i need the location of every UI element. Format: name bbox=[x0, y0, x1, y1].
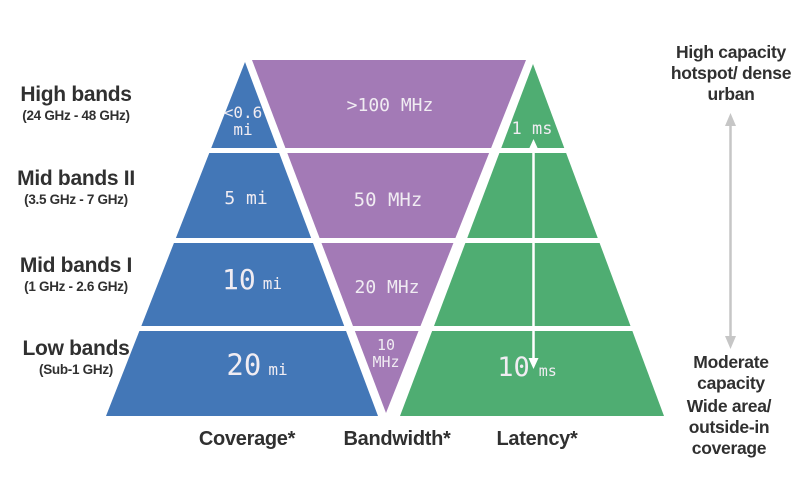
value-number: 10 bbox=[222, 263, 256, 296]
annotation-line: hotspot/ dense bbox=[670, 63, 792, 83]
coverage-value-mid2: 5 mi bbox=[224, 188, 268, 209]
column-label-coverage: Coverage* bbox=[198, 428, 296, 450]
annotation-line: capacity bbox=[697, 373, 765, 393]
bandwidth-value-low: 10 MHz bbox=[372, 337, 399, 371]
capacity-range-arrow-icon bbox=[725, 113, 736, 349]
band-name: Mid bands II bbox=[17, 167, 135, 190]
band-range: (Sub-1 GHz) bbox=[39, 362, 113, 377]
value-unit: mi bbox=[262, 274, 282, 293]
annotation-line: outside-in bbox=[688, 417, 770, 437]
latency-value-high: 1 ms bbox=[511, 119, 553, 139]
annotation-moderate-capacity: Moderate capacity bbox=[693, 352, 769, 394]
latency-range-arrow-icon bbox=[528, 139, 539, 369]
annotation-line: High capacity bbox=[676, 42, 786, 62]
bandwidth-value-high: >100 MHz bbox=[346, 95, 434, 116]
band-range: (24 GHz - 48 GHz) bbox=[22, 108, 130, 123]
coverage-value-high: <0.6 mi bbox=[224, 104, 263, 138]
annotation-line: urban bbox=[707, 84, 755, 104]
value-unit: MHz bbox=[372, 353, 400, 371]
band-range: (1 GHz - 2.6 GHz) bbox=[24, 279, 128, 294]
band-name: Low bands bbox=[22, 337, 130, 360]
band-name: High bands bbox=[20, 83, 132, 106]
band-label-low: Low bands (Sub-1 GHz) bbox=[0, 337, 152, 378]
value-unit: ms bbox=[538, 362, 557, 380]
band-range: (3.5 GHz - 7 GHz) bbox=[24, 192, 128, 207]
band-separator-2 bbox=[98, 238, 672, 243]
value-unit: mi bbox=[233, 120, 253, 139]
bandwidth-value-mid2: 50 MHz bbox=[353, 189, 423, 211]
value-number: <0.6 bbox=[223, 103, 263, 122]
band-separator-1 bbox=[98, 148, 672, 153]
latency-value-low: 10 ms bbox=[497, 352, 557, 383]
value-number: 10 bbox=[497, 352, 530, 383]
coverage-value-low: 20 mi bbox=[226, 348, 287, 382]
coverage-value-mid1: 10 mi bbox=[222, 263, 282, 296]
band-name: Mid bands I bbox=[19, 254, 133, 277]
annotation-high-capacity: High capacity hotspot/ dense urban bbox=[670, 42, 792, 105]
band-label-mid2: Mid bands II (3.5 GHz - 7 GHz) bbox=[0, 167, 152, 208]
bandwidth-value-mid1: 20 MHz bbox=[354, 277, 420, 298]
annotation-line: Moderate bbox=[693, 352, 769, 372]
band-separator-3 bbox=[98, 326, 672, 331]
band-label-mid1: Mid bands I (1 GHz - 2.6 GHz) bbox=[0, 254, 152, 295]
annotation-line: Wide area/ bbox=[686, 396, 772, 416]
column-label-bandwidth: Bandwidth* bbox=[343, 428, 451, 450]
value-unit: mi bbox=[268, 360, 288, 379]
annotation-wide-area: Wide area/ outside-in coverage bbox=[686, 396, 772, 459]
band-label-high: High bands (24 GHz - 48 GHz) bbox=[0, 83, 152, 124]
value-number: 20 bbox=[226, 348, 262, 382]
column-label-latency: Latency* bbox=[496, 428, 578, 450]
value-number: 10 bbox=[376, 336, 396, 354]
annotation-line: coverage bbox=[691, 438, 767, 458]
